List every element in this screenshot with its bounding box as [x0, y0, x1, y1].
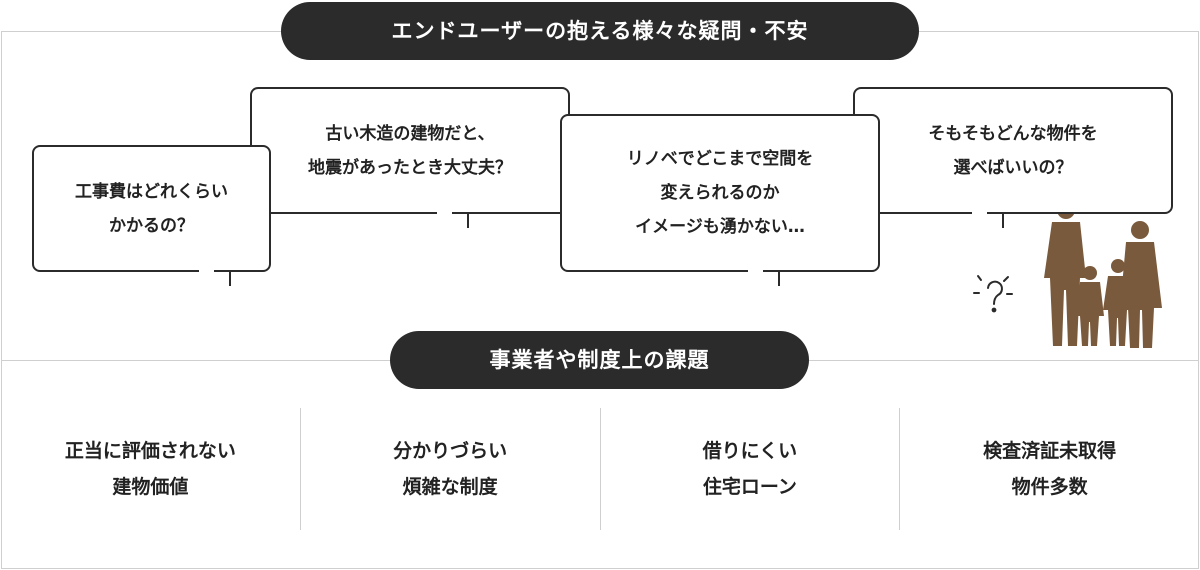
bubble-tail — [437, 210, 469, 228]
issue-complex-system: 分かりづらい 煩雑な制度 — [301, 408, 601, 530]
bubble-tail — [972, 210, 1004, 228]
issue-building-value: 正当に評価されない 建物価値 — [1, 408, 301, 530]
question-text: 古い木造の建物だと、 地震があったとき大丈夫？ — [308, 123, 512, 178]
issue-inspection-certificate: 検査済証未取得 物件多数 — [983, 440, 1117, 498]
question-bubble-cost: 工事費はどれくらい かかるの？ — [32, 145, 271, 286]
industry-issues-heading: 事業者や制度上の課題 — [390, 331, 809, 389]
issue-housing-loan: 借りにくい 住宅ローン — [601, 408, 901, 530]
bubble-tail — [199, 268, 231, 286]
question-bubble-earthquake: 古い木造の建物だと、 地震があったとき大丈夫？ — [250, 87, 570, 228]
question-text: 工事費はどれくらい かかるの？ — [75, 181, 228, 236]
question-bubble-space: リノベでどこまで空間を 変えられるのか イメージも湧かない… — [560, 114, 880, 286]
question-text: そもそもどんな物件を 選べばいいの？ — [928, 123, 1098, 178]
question-bubble-property: そもそもどんな物件を 選べばいいの？ — [853, 87, 1173, 228]
question-mark-icon — [973, 275, 1013, 313]
bubble-tail — [748, 268, 780, 286]
question-text: リノベでどこまで空間を 変えられるのか イメージも湧かない… — [626, 149, 814, 237]
issues-row: 正当に評価されない 建物価値 分かりづらい 煩雑な制度 借りにくい 住宅ローン … — [1, 408, 1199, 530]
user-concerns-heading: エンドユーザーの抱える様々な疑問・不安 — [281, 2, 919, 60]
